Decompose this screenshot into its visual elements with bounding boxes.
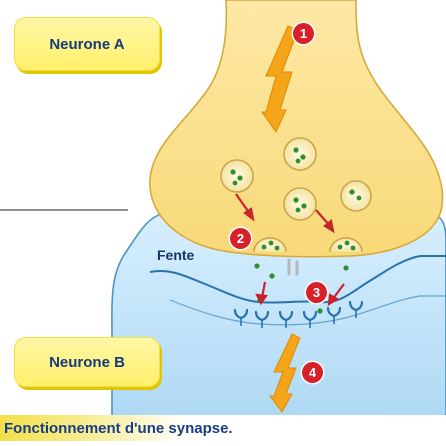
figure-caption: Fonctionnement d'une synapse. <box>4 420 233 437</box>
neurone-a-text: Neurone A <box>49 36 124 53</box>
step-4-badge: 4 <box>302 362 323 383</box>
neurone-b-text: Neurone B <box>49 354 125 371</box>
step-1-badge: 1 <box>293 23 314 44</box>
step-3-badge: 3 <box>306 282 327 303</box>
fente-label: Fente <box>157 247 194 263</box>
neurone-a-label: Neurone A <box>14 17 160 71</box>
step-2-badge: 2 <box>230 228 251 249</box>
neurone-b-label: Neurone B <box>14 337 160 387</box>
